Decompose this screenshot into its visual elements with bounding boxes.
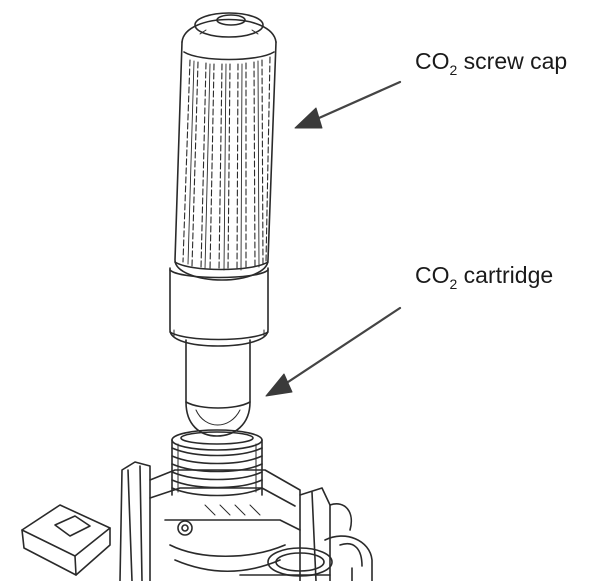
- label-screw-cap-suffix: screw cap: [457, 48, 568, 74]
- label-cartridge: CO2 cartridge: [415, 262, 554, 292]
- label-screw-cap: CO2 screw cap: [415, 48, 568, 78]
- label-cartridge-prefix: CO: [415, 262, 450, 288]
- label-cartridge-subscript: 2: [449, 276, 458, 292]
- label-cartridge-suffix: cartridge: [457, 262, 554, 288]
- screw-cap-collar: [169, 267, 269, 347]
- label-screw-cap-subscript: 2: [449, 62, 458, 78]
- arrow-screw-cap: [294, 80, 402, 129]
- threaded-neck: [171, 429, 263, 497]
- screw-cap-body: [174, 12, 277, 281]
- arrow-cartridge: [265, 306, 402, 397]
- cartridge-nose: [185, 339, 251, 437]
- base-housing: [21, 461, 373, 582]
- label-screw-cap-prefix: CO: [415, 48, 450, 74]
